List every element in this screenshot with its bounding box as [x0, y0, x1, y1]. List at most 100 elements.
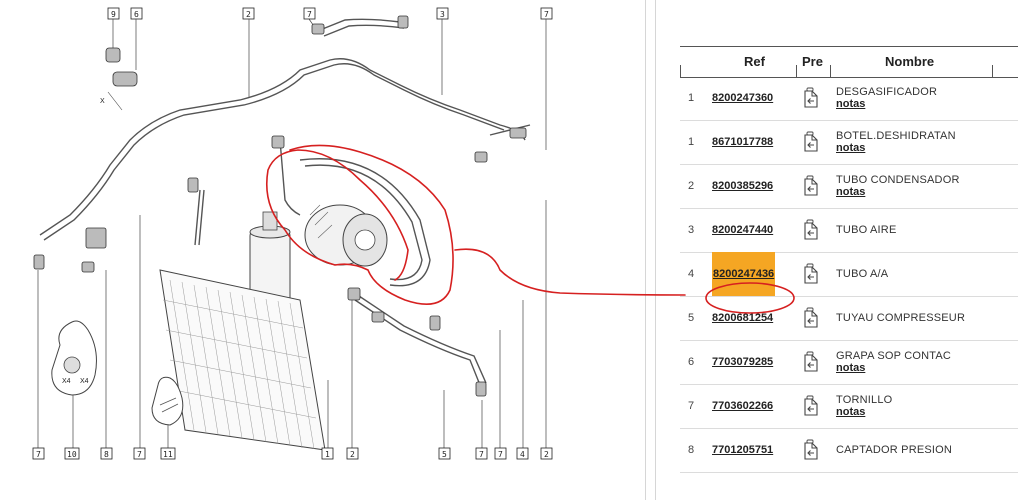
callout-7-bottom-d[interactable]: 7 — [494, 447, 507, 460]
part-name-cell: TUYAU COMPRESSEUR — [836, 296, 965, 340]
row-index: 2 — [688, 180, 695, 192]
part-ref-link[interactable]: 8200385296 — [712, 180, 774, 192]
svg-text:7: 7 — [498, 450, 503, 459]
callout-2-bottom-b[interactable]: 2 — [540, 447, 553, 460]
callout-9[interactable]: 9 — [107, 7, 120, 20]
compressor[interactable] — [304, 204, 388, 267]
svg-text:X: X — [100, 98, 105, 105]
notes-link[interactable]: notas — [836, 142, 866, 154]
callout-7-bottom-a[interactable]: 7 — [32, 447, 45, 460]
notes-link[interactable]: notas — [836, 406, 866, 418]
column-pre[interactable]: Pre — [802, 54, 823, 69]
svg-text:9: 9 — [111, 10, 116, 19]
condenser[interactable] — [159, 269, 326, 451]
header-divider — [796, 65, 797, 77]
callout-8[interactable]: 8 — [100, 447, 113, 460]
notes-link[interactable]: notas — [836, 362, 866, 374]
callout-4[interactable]: 4 — [516, 447, 529, 460]
part-name: GRAPA SOP CONTAC — [836, 350, 952, 362]
part-ref-link[interactable]: 7703079285 — [712, 356, 774, 368]
header-divider — [680, 65, 681, 77]
add-to-cart-icon[interactable] — [802, 395, 820, 417]
row-index: 5 — [688, 312, 695, 324]
row-index: 4 — [688, 268, 695, 280]
column-ref[interactable]: Ref — [744, 54, 765, 69]
part-ref-link[interactable]: 7703602266 — [712, 400, 774, 412]
svg-text:7: 7 — [544, 10, 549, 19]
callout-7-bottom-c[interactable]: 7 — [475, 447, 488, 460]
table-header: Ref Pre Nombre — [680, 46, 1018, 78]
svg-text:6: 6 — [134, 10, 139, 19]
part-name: BOTEL.DESHIDRATAN — [836, 130, 956, 142]
add-to-cart-icon[interactable] — [802, 307, 820, 329]
svg-text:10: 10 — [67, 450, 77, 459]
part-name: CAPTADOR PRESION — [836, 444, 953, 456]
row-index: 3 — [688, 224, 695, 236]
add-to-cart-icon[interactable] — [802, 351, 820, 373]
svg-text:7: 7 — [137, 450, 142, 459]
part-name-cell: CAPTADOR PRESION — [836, 428, 952, 472]
dimension-mark: X — [100, 91, 123, 111]
svg-text:4: 4 — [520, 450, 525, 459]
callout-6[interactable]: 6 — [130, 7, 143, 20]
parts-diagram: 9 6 2 7 3 7 — [32, 0, 646, 500]
part-ref-link[interactable]: 8671017788 — [712, 136, 774, 148]
hardware-bag-11[interactable] — [151, 376, 184, 426]
callout-3[interactable]: 3 — [436, 7, 449, 20]
callout-7-bottom-b[interactable]: 7 — [133, 447, 146, 460]
header-divider — [992, 65, 993, 77]
part-name: TUYAU COMPRESSEUR — [836, 312, 966, 324]
svg-text:3: 3 — [440, 10, 445, 19]
hardware-bag-10[interactable]: X4 X4 — [51, 320, 97, 396]
add-to-cart-icon[interactable] — [802, 439, 820, 461]
part-name: TUBO CONDENSADOR — [836, 174, 960, 186]
callout-7-top[interactable]: 7 — [303, 7, 316, 20]
add-to-cart-icon[interactable] — [802, 131, 820, 153]
add-to-cart-icon[interactable] — [802, 219, 820, 241]
part-name-cell: TUBO A/A — [836, 252, 888, 296]
part-ref-link[interactable]: 8200247360 — [712, 92, 774, 104]
part-ref-link[interactable]: 8200247440 — [712, 224, 774, 236]
part-ref-link[interactable]: 8200681254 — [712, 312, 774, 324]
row-index: 1 — [688, 136, 695, 148]
column-nombre[interactable]: Nombre — [885, 54, 935, 69]
add-to-cart-icon[interactable] — [802, 87, 820, 109]
callout-10[interactable]: 10 — [64, 447, 80, 460]
svg-text:X4: X4 — [62, 378, 71, 385]
add-to-cart-icon[interactable] — [802, 175, 820, 197]
callout-11[interactable]: 11 — [160, 447, 176, 460]
part-ref-link[interactable]: 8200247436 — [712, 252, 776, 296]
part-name: DESGASIFICADOR — [836, 86, 938, 98]
row-index: 1 — [688, 92, 695, 104]
row-index: 7 — [688, 400, 695, 412]
part-ref-link[interactable]: 7701205751 — [712, 444, 774, 456]
callout-1[interactable]: 1 — [321, 447, 334, 460]
row-index: 6 — [688, 356, 695, 368]
notes-link[interactable]: notas — [836, 186, 866, 198]
notes-link[interactable]: notas — [836, 98, 866, 110]
callout-7-top-right[interactable]: 7 — [540, 7, 553, 20]
callout-2-top[interactable]: 2 — [242, 7, 255, 20]
svg-text:7: 7 — [307, 10, 312, 19]
callout-5[interactable]: 5 — [438, 447, 451, 460]
svg-text:2: 2 — [350, 450, 355, 459]
add-to-cart-icon[interactable] — [802, 263, 820, 285]
svg-text:5: 5 — [442, 450, 447, 459]
part-name: TORNILLO — [836, 394, 893, 406]
svg-text:7: 7 — [479, 450, 484, 459]
table-row[interactable]: 5 8200681254 TUYAU COMPRESSEUR — [680, 296, 1018, 341]
svg-text:2: 2 — [246, 10, 251, 19]
table-row[interactable]: 4 8200247436 TUBO A/A — [680, 252, 1018, 297]
svg-text:2: 2 — [544, 450, 549, 459]
callout-2-bottom-a[interactable]: 2 — [346, 447, 359, 460]
